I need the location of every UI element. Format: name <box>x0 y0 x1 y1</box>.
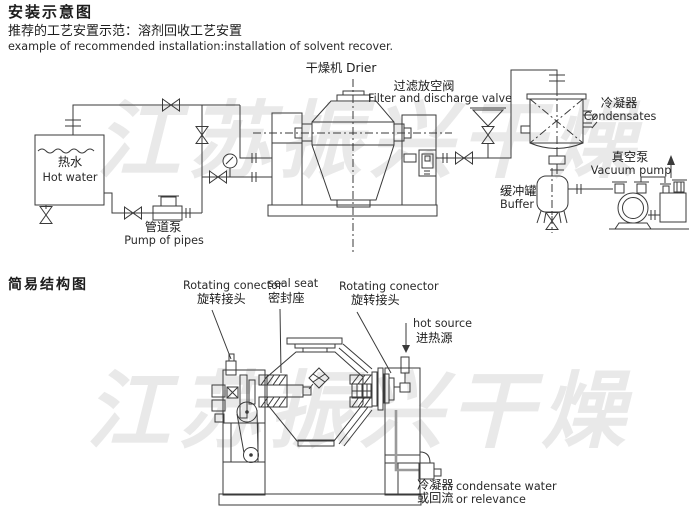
left-drive-column <box>211 369 266 496</box>
exhaust-piping <box>436 69 566 165</box>
vacuum-pump <box>609 176 689 230</box>
rotating-right-label-cn: 旋转接头 <box>351 293 400 307</box>
hot-water-label-en: Hot water <box>42 171 98 184</box>
rotating-left-label-cn: 旋转接头 <box>197 292 246 306</box>
buffer-label-en: Buffer <box>500 198 534 211</box>
seal-seat-label-en: seal seat <box>268 277 319 290</box>
condensate-label-cn1: 冷凝器 <box>417 478 454 492</box>
subtitle-chinese: 推荐的工艺安置示范：溶剂回收工艺安置 <box>8 24 243 39</box>
structure-dryer <box>211 308 442 506</box>
hot-source-inlet <box>394 356 411 393</box>
drier-label-en: Drier <box>346 61 377 75</box>
hot-water-piping <box>64 98 272 220</box>
condenser <box>520 88 598 174</box>
drier-top-view <box>253 79 452 253</box>
structure-title: 简易结构图 <box>8 277 88 293</box>
condenser-label-cn: 冷凝器 <box>600 96 638 110</box>
filter-valve-label-en: Filter and discharge valve <box>367 92 513 105</box>
hot-water-label-cn: 热水 <box>57 155 83 169</box>
gas-separator <box>659 155 687 223</box>
rotating-connector-left <box>225 353 239 399</box>
pressure-gauge <box>222 153 238 177</box>
vacuum-pump-label-cn: 真空泵 <box>611 150 649 164</box>
condensate-label-en1: condensate water <box>456 480 557 493</box>
buffer-tank <box>536 168 613 233</box>
seal-seat-label-cn: 密封座 <box>268 291 305 305</box>
pipe-pump-label-cn: 管道泵 <box>144 220 182 234</box>
condensate-outlet <box>394 410 442 480</box>
page-title: 安装示意图 <box>8 3 94 21</box>
buffer-label-cn: 缓冲罐 <box>500 184 537 198</box>
drier-label: 干燥机 Drier <box>305 61 377 75</box>
leader-lines <box>211 308 392 374</box>
subtitle-english: example of recommended installation:inst… <box>8 40 394 53</box>
hot-source-arrow <box>402 323 410 353</box>
drum-front-view <box>266 337 373 447</box>
base-plate <box>218 493 422 506</box>
filter-valve-label-cn: 过滤放空阀 <box>393 79 455 93</box>
hot-source-label-cn: 进热源 <box>416 331 453 345</box>
hot-water-tank <box>34 134 105 224</box>
condenser-label-en: Condensates <box>583 110 657 123</box>
pipeline-pump <box>152 195 183 221</box>
condensate-label-en2: or relevance <box>456 493 526 506</box>
rotating-connector-right <box>349 367 395 411</box>
drier-label-cn: 干燥机 <box>305 61 343 75</box>
filter-vent-valve <box>470 107 506 144</box>
control-panel <box>403 149 437 177</box>
rotating-right-label-en: Rotating conector <box>339 280 439 293</box>
right-support-column <box>384 367 421 496</box>
seal-seat-assembly <box>258 367 330 408</box>
rotating-left-label-en: Rotating conector <box>183 279 283 292</box>
hot-source-label-en: hot source <box>413 317 473 330</box>
condensate-label-cn2: 或回流 <box>417 491 454 505</box>
pipe-pump-label-en: Pump of pipes <box>124 234 204 247</box>
vacuum-pump-label-en: Vacuum pump <box>590 164 672 177</box>
